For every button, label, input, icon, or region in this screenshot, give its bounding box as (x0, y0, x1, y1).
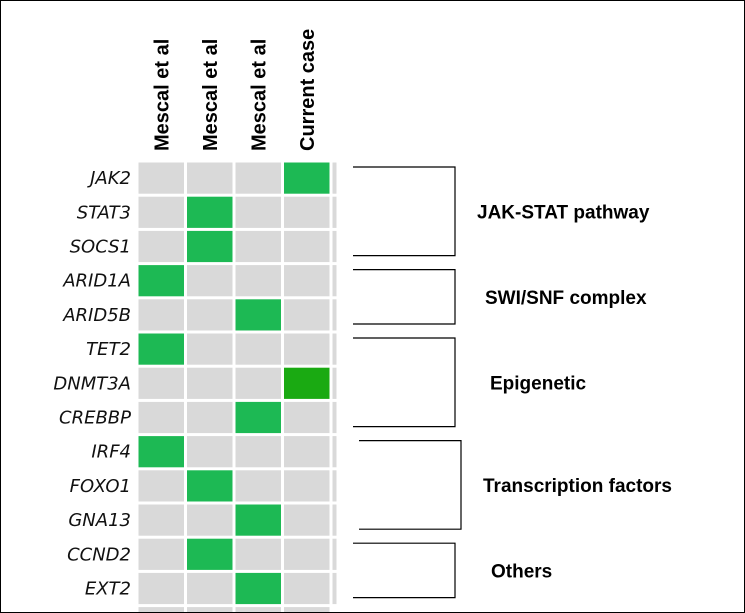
heatmap-bottom-strip (235, 607, 281, 612)
heatmap-cell (138, 333, 184, 365)
row-label: SOCS1 (70, 237, 131, 258)
heatmap-cell (284, 470, 330, 502)
row-label: JAK2 (87, 168, 131, 189)
group-bracket (359, 440, 462, 530)
row-label: IRF4 (91, 442, 131, 463)
heatmap-cell (284, 572, 330, 605)
heatmap-cell (235, 401, 281, 434)
heatmap-cell (138, 230, 184, 263)
heatmap-cell (235, 299, 281, 331)
heatmap-cell (235, 538, 281, 570)
heatmap-cell (284, 401, 330, 434)
heatmap-cell (284, 299, 330, 331)
heatmap-cell (235, 265, 281, 297)
heatmap-cell (187, 504, 233, 536)
row-label: CCND2 (67, 544, 131, 565)
row-label: DNMT3A (53, 373, 131, 394)
column-label: Current case (297, 29, 319, 151)
row-label: STAT3 (77, 202, 131, 223)
heatmap-cell (138, 299, 184, 331)
heatmap-cell (138, 162, 184, 194)
group-label: Others (491, 561, 552, 582)
group-label: JAK-STAT pathway (477, 202, 650, 223)
heatmap-cell (235, 367, 281, 399)
heatmap-edge-strip (332, 196, 337, 228)
heatmap-edge-strip (332, 538, 337, 570)
heatmap-edge-strip (332, 162, 337, 194)
group-bracket (353, 337, 456, 428)
heatmap-cell (187, 196, 233, 228)
heatmap-edge-strip (332, 367, 337, 399)
heatmap-cell (235, 436, 281, 468)
row-label: TET2 (86, 339, 131, 360)
heatmap-cell (284, 504, 330, 536)
row-label: CREBBP (59, 408, 131, 429)
heatmap-edge-strip (332, 436, 337, 468)
heatmap-cell (284, 538, 330, 570)
heatmap-cell (284, 367, 330, 399)
heatmap-cell (187, 333, 233, 365)
heatmap-cell (138, 196, 184, 228)
heatmap-cell (138, 367, 184, 399)
column-label: Mescal et al (151, 39, 173, 151)
heatmap-edge-strip (332, 230, 337, 263)
heatmap-cell (187, 299, 233, 331)
heatmap-cell (235, 504, 281, 536)
heatmap-cell (187, 230, 233, 263)
heatmap-bottom-strip (187, 607, 233, 612)
column-label: Mescal et al (248, 39, 270, 151)
heatmap-cell (138, 572, 184, 605)
heatmap-cell (284, 196, 330, 228)
heatmap-cell (235, 162, 281, 194)
heatmap-cell (187, 367, 233, 399)
heatmap-cell (138, 470, 184, 502)
heatmap-edge-strip (332, 299, 337, 331)
heatmap-cell (284, 333, 330, 365)
row-label: ARID1A (62, 271, 131, 292)
row-label: ARID5B (62, 305, 131, 326)
heatmap-cell (284, 265, 330, 297)
heatmap-edge-strip (332, 333, 337, 365)
heatmap-cell (284, 230, 330, 263)
heatmap-edge-strip (332, 401, 337, 434)
heatmap-cell (187, 162, 233, 194)
heatmap-cell (138, 538, 184, 570)
heatmap-edge-strip (332, 470, 337, 502)
heatmap-edge-strip (332, 572, 337, 605)
heatmap-cell (138, 265, 184, 297)
heatmap-edge-strip (332, 265, 337, 297)
heatmap-cell (138, 436, 184, 468)
heatmap-cell (187, 265, 233, 297)
heatmap-cell (235, 333, 281, 365)
heatmap-cell (187, 470, 233, 502)
heatmap-cell (138, 504, 184, 536)
group-label: Transcription factors (483, 476, 672, 497)
group-label: SWI/SNF complex (485, 288, 647, 309)
heatmap-edge-strip (332, 504, 337, 536)
heatmap-cell (187, 401, 233, 434)
heatmap-cell (235, 230, 281, 263)
heatmap-cell (235, 196, 281, 228)
group-bracket (353, 166, 456, 257)
heatmap-cell (187, 572, 233, 605)
column-label: Mescal et al (200, 39, 222, 151)
heatmap-cell (138, 401, 184, 434)
row-label: EXT2 (85, 579, 131, 600)
group-bracket (353, 542, 456, 599)
heatmap-cell (284, 436, 330, 468)
heatmap-bottom-strip (138, 607, 184, 612)
heatmap-bottom-strip (284, 607, 330, 612)
group-bracket (353, 269, 456, 325)
group-label: Epigenetic (490, 373, 587, 394)
row-label: GNA13 (68, 510, 131, 531)
row-label: FOXO1 (70, 476, 131, 497)
heatmap-cell (284, 162, 330, 194)
heatmap-cell (235, 470, 281, 502)
heatmap-cell (187, 436, 233, 468)
heatmap-cell (235, 572, 281, 605)
heatmap-cell (187, 538, 233, 570)
